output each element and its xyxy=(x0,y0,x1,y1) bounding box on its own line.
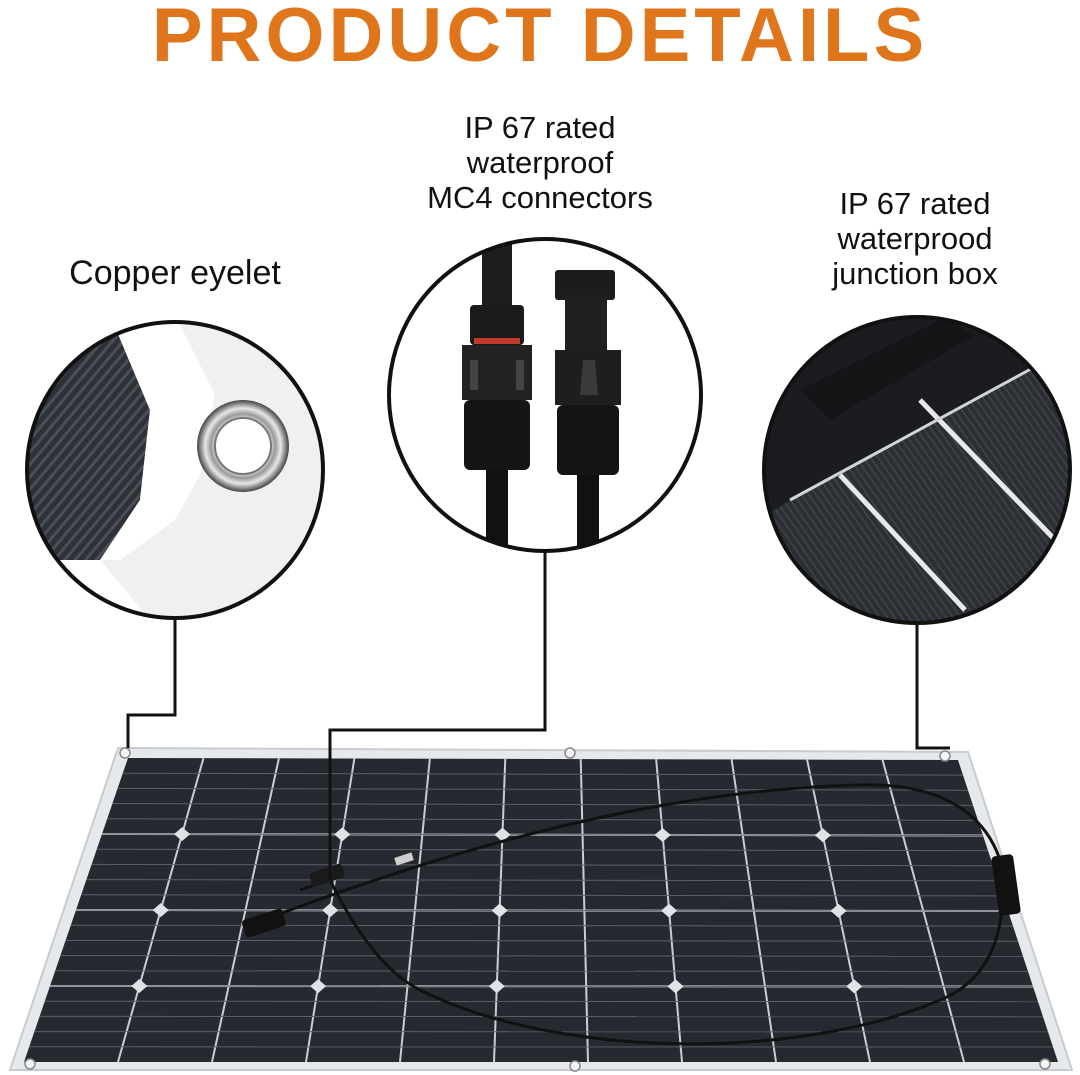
panel-busbar-line xyxy=(55,970,1029,972)
panel-cell-corner xyxy=(494,827,511,842)
solar-panel xyxy=(8,746,1074,1072)
panel-cell-corner xyxy=(322,903,339,918)
panel-busbar-line xyxy=(122,772,964,776)
panel-cell-corner xyxy=(488,979,505,994)
panel-cell-corner xyxy=(814,828,831,843)
panel-busbar-line xyxy=(91,863,994,867)
panel-cell-corner xyxy=(491,903,508,918)
panel-cell-corner xyxy=(174,827,191,842)
junction-box-label: IP 67 rated waterprood junction box xyxy=(832,186,998,291)
eyelet-label: Copper eyelet xyxy=(69,254,281,292)
panel-busbar-line xyxy=(101,833,984,836)
panel-busbar-line xyxy=(86,879,999,882)
panel-cell-corner xyxy=(131,979,148,994)
panel-busbar-line xyxy=(65,939,1019,942)
panel-busbar-line xyxy=(107,818,979,821)
panel-cell-corner xyxy=(667,979,684,994)
panel-busbar-line xyxy=(70,924,1014,927)
panel-cell-corner xyxy=(846,979,863,994)
panel-busbar-line xyxy=(49,985,1034,987)
panel-busbar-line xyxy=(81,894,1004,897)
panel-busbar-line xyxy=(96,848,989,852)
panel-cell-corner xyxy=(661,903,678,918)
panel-busbar-line xyxy=(75,909,1009,912)
junction-box-callout xyxy=(762,315,1072,625)
panel-busbar-line xyxy=(112,803,974,806)
connectors-label: IP 67 rated waterproof MC4 connectors xyxy=(427,110,653,215)
callout-lines xyxy=(126,551,950,880)
panel-cell-corner xyxy=(310,979,327,994)
panel-cell-corner xyxy=(830,903,847,918)
panel-cell-corner xyxy=(334,827,351,842)
page-title: PRODUCT DETAILS xyxy=(151,0,929,78)
eyelet-callout xyxy=(25,320,325,620)
connectors-callout xyxy=(387,237,703,553)
panel-cell-corner xyxy=(654,827,671,842)
panel-busbar-line xyxy=(117,787,969,791)
panel-busbar-line xyxy=(60,955,1024,957)
panel-cell-corner xyxy=(152,903,169,918)
